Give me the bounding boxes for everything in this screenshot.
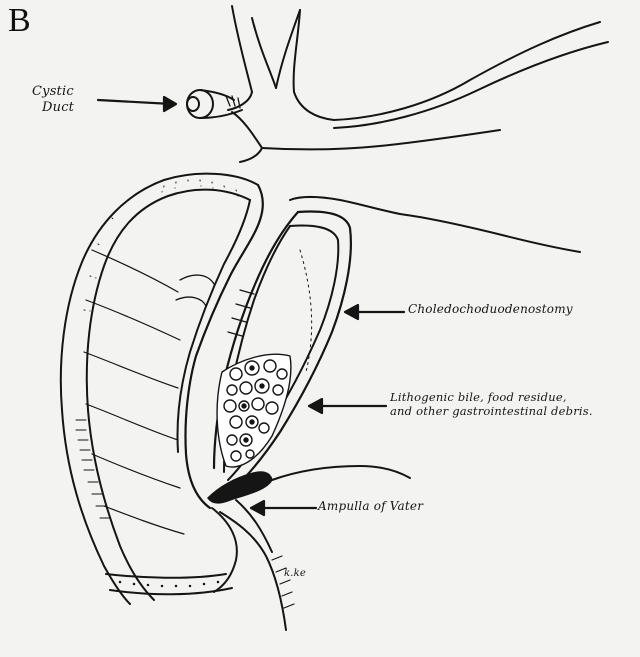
panel-letter: B [8, 2, 31, 40]
choledochoduodenostomy-loop [214, 197, 580, 490]
artist-signature: k.ke [284, 568, 306, 581]
label-cystic-duct: Cystic Duct [32, 84, 74, 117]
label-lithogenic-line-2: and other gastrointestinal debris. [390, 404, 593, 418]
common-bile-duct [232, 112, 500, 162]
label-cystic-duct-line-1: Cystic [32, 84, 74, 100]
label-lithogenic-line-1: Lithogenic bile, food residue, [390, 390, 593, 404]
hepatic-duct-branches [228, 6, 608, 128]
label-ampulla-of-vater: Ampulla of Vater [318, 499, 423, 514]
label-choledochoduodenostomy: Choledochoduodenostomy [408, 302, 573, 317]
ampulla-region [208, 466, 410, 630]
luminal-debris [217, 354, 291, 467]
arrow-cystic-duct [98, 100, 172, 104]
label-cystic-duct-line-2: Duct [42, 100, 74, 116]
label-lithogenic-bile: Lithogenic bile, food residue, and other… [390, 390, 593, 419]
